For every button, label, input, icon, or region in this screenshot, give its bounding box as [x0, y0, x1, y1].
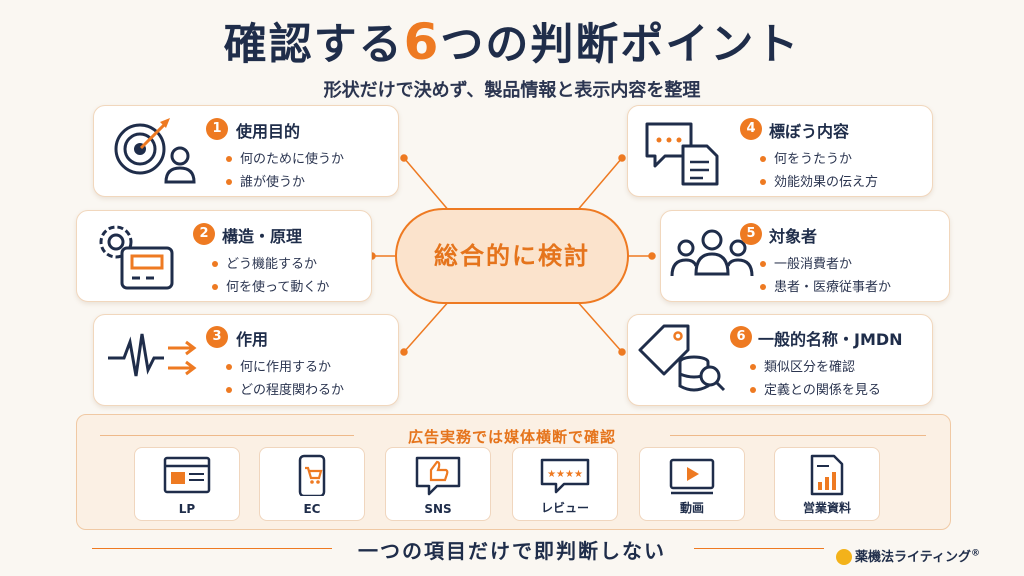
media-label: 営業資料: [802, 501, 851, 515]
logo-mark-icon: [836, 548, 852, 565]
media-tile-sns: SNS: [385, 447, 491, 521]
point-title: 使用目的: [236, 122, 301, 141]
point-bullet: 患者・医療従事者か: [760, 276, 891, 295]
center-node: 総合的に検討: [395, 208, 629, 304]
point-bullet: 定義との関係を見る: [750, 379, 881, 398]
thumbs-up-bubble-icon: [415, 456, 461, 496]
point-bullet: 一般消費者か: [760, 253, 852, 272]
media-tile-lp: LP: [134, 447, 240, 521]
media-tile-video: 動画: [639, 447, 745, 521]
point-number-badge: 3: [206, 326, 228, 348]
point-bullet: 類似区分を確認: [750, 356, 855, 375]
point-title: 作用: [236, 330, 269, 349]
divider: [694, 548, 824, 549]
divider: [92, 548, 332, 549]
divider: [670, 435, 926, 436]
point-title: 構造・原理: [222, 227, 303, 246]
media-label: レビュー: [540, 501, 589, 515]
webpage-icon: [163, 456, 211, 494]
point-number-badge: 1: [206, 118, 228, 140]
page-title: 確認する6つの判断ポイント: [223, 13, 801, 71]
point-number-badge: 5: [740, 223, 762, 245]
media-tile-sales: 営業資料: [774, 447, 880, 521]
point-number-badge: 4: [740, 118, 762, 140]
media-section-title: 広告実務では媒体横断で確認: [0, 426, 1024, 447]
brand-logo: 薬機法ライティング®: [836, 546, 980, 566]
gear-device-icon: [99, 225, 174, 290]
group-people-icon: [670, 229, 754, 277]
media-tile-ec: EC: [259, 447, 365, 521]
bottom-message: 一つの項目だけで即判断しない: [0, 535, 1024, 564]
point-bullet: 効能効果の伝え方: [760, 171, 878, 190]
svg-text:★★★★: ★★★★: [547, 469, 583, 480]
point-bullet: 何のために使うか: [226, 148, 344, 167]
smartphone-cart-icon: [298, 454, 326, 496]
speech-document-icon: [645, 122, 719, 186]
point-number-badge: 2: [193, 223, 215, 245]
point-bullet: 何をうたうか: [760, 148, 852, 167]
point-title: 対象者: [769, 227, 818, 246]
media-label: SNS: [424, 502, 452, 516]
tag-database-icon: [638, 324, 726, 392]
media-tile-review: ★★★★ レビュー: [512, 447, 618, 521]
point-bullet: 何を使って動くか: [212, 276, 329, 295]
media-label: LP: [178, 502, 196, 516]
pulse-arrows-icon: [108, 333, 197, 377]
point-bullet: 誰が使うか: [226, 171, 305, 190]
point-bullet: どう機能するか: [212, 253, 317, 272]
point-number-badge: 6: [730, 326, 752, 348]
star-rating-bubble-icon: ★★★★: [540, 458, 590, 494]
point-bullet: 何に作用するか: [226, 356, 331, 375]
point-title: 標ぼう内容: [769, 122, 850, 141]
point-bullet: どの程度関わるか: [226, 379, 344, 398]
media-label: EC: [303, 502, 321, 516]
report-chart-icon: [810, 454, 844, 496]
page-subtitle: 形状だけで決めず、製品情報と表示内容を整理: [323, 80, 701, 101]
divider: [100, 435, 354, 436]
target-person-icon: [114, 118, 196, 184]
video-player-icon: [669, 458, 715, 495]
media-label: 動画: [679, 501, 704, 515]
point-title: 一般的名称・JMDN: [758, 330, 903, 349]
